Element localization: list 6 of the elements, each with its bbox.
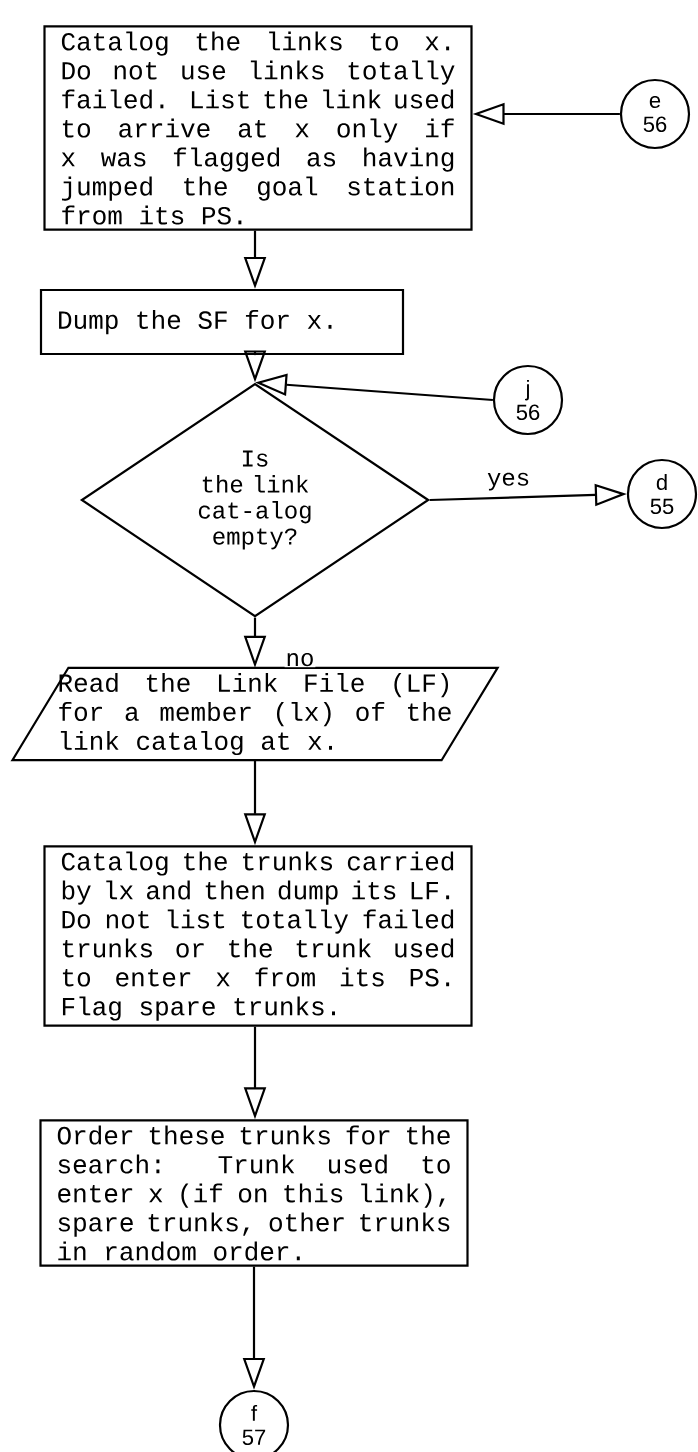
edge-label: no (287, 653, 313, 667)
edge-label: yes (487, 472, 529, 491)
process-box: Dump the SF for x. (39, 288, 405, 356)
process-box: Order these trunks for the search: Trunk used to enter x (if on this link), spare trunks, other trunks in random order. (39, 1119, 469, 1267)
process-box: Catalog the links to x. Do not use links totally failed. List the link used to arrive at x only if x was flagged as having jumped the goal station from its PS. (43, 25, 473, 231)
process-box: Catalog the trunks carried by lx and then dump its LF. Do not list totally failed trunks or the trunk used to enter x from its PS. Flag spare trunks. (43, 845, 473, 1027)
